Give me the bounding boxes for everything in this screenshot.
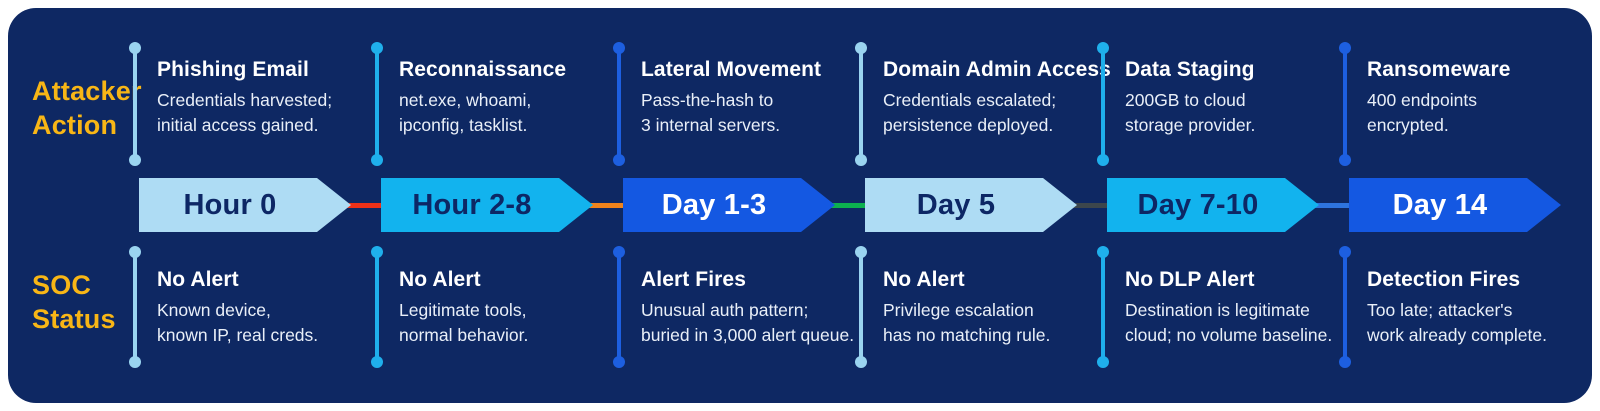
soc-status-row-label: SOC Status [32, 270, 116, 334]
stage-connector-line [807, 203, 871, 208]
column-marker-line-bottom [1339, 246, 1351, 368]
attacker-action-desc-line: 200GB to cloud [1125, 90, 1246, 110]
attacker-action-desc-line: 400 endpoints [1367, 90, 1477, 110]
column-marker-line-bottom [371, 246, 383, 368]
timeline-stage: Domain Admin Access Credentials escalate… [855, 8, 1111, 403]
attacker-action-row-label: Attacker Action [32, 76, 142, 140]
soc-status-desc-line: has no matching rule. [883, 325, 1051, 345]
attacker-action-title: Lateral Movement [641, 58, 822, 81]
soc-status-block: Alert Fires Unusual auth pattern; buried… [641, 268, 866, 348]
attacker-action-desc-line: encrypted. [1367, 115, 1449, 135]
soc-status-block: No Alert Privilege escalation has no mat… [883, 268, 1108, 348]
stage-connector-line [565, 203, 629, 208]
attacker-action-block: Data Staging 200GB to cloud storage prov… [1125, 58, 1350, 138]
timeline-arrow: Hour 0 [139, 178, 351, 232]
attacker-action-title: Phishing Email [157, 58, 309, 81]
soc-status-desc-line: Too late; attacker's [1367, 300, 1513, 320]
soc-status-block: No Alert Legitimate tools, normal behavi… [399, 268, 624, 348]
column-marker-line-top [371, 42, 383, 166]
attacker-action-desc-line: storage provider. [1125, 115, 1256, 135]
soc-status-desc-line: known IP, real creds. [157, 325, 319, 345]
column-marker-line-bottom [855, 246, 867, 368]
stage-connector-line [1049, 203, 1113, 208]
timeline-arrow: Day 1-3 [623, 178, 835, 232]
timeline-arrow: Day 7-10 [1107, 178, 1319, 232]
soc-status-title: No DLP Alert [1125, 268, 1255, 291]
attacker-action-title: Data Staging [1125, 58, 1255, 81]
timeline-stage: Phishing Email Credentials harvested; in… [129, 8, 375, 403]
soc-status-title: No Alert [883, 268, 965, 291]
attacker-action-desc-line: Credentials escalated; [883, 90, 1057, 110]
attacker-action-block: Reconnaissance net.exe, whoami, ipconfig… [399, 58, 624, 138]
attacker-action-title: Reconnaissance [399, 58, 567, 81]
attacker-action-block: Ransomeware 400 endpoints encrypted. [1367, 58, 1592, 138]
attacker-action-block: Lateral Movement Pass-the-hash to 3 inte… [641, 58, 866, 138]
timeline-arrow-label: Day 7-10 [1137, 188, 1259, 221]
soc-status-desc-line: cloud; no volume baseline. [1125, 325, 1333, 345]
timeline-stage: Lateral Movement Pass-the-hash to 3 inte… [613, 8, 859, 403]
column-marker-line-top [855, 42, 867, 166]
timeline-arrow-label: Day 1-3 [661, 188, 767, 221]
timeline-arrow-label: Hour 0 [183, 188, 277, 221]
attacker-action-block: Domain Admin Access Credentials escalate… [883, 58, 1111, 138]
stage-connector-line [1291, 203, 1355, 208]
soc-status-block: No DLP Alert Destination is legitimate c… [1125, 268, 1350, 348]
attacker-action-desc-line: Pass-the-hash to [641, 90, 774, 110]
soc-status-desc-line: Unusual auth pattern; [641, 300, 809, 320]
column-marker-line-bottom [129, 246, 141, 368]
column-marker-line-top [1097, 42, 1109, 166]
attacker-action-desc-line: Credentials harvested; [157, 90, 333, 110]
attacker-action-desc-line: persistence deployed. [883, 115, 1054, 135]
soc-status-block: Detection Fires Too late; attacker's wor… [1367, 268, 1592, 348]
soc-status-desc-line: buried in 3,000 alert queue. [641, 325, 855, 345]
column-marker-line-bottom [613, 246, 625, 368]
column-marker-line-bottom [1097, 246, 1109, 368]
column-marker-line-top [613, 42, 625, 166]
timeline-stage: Ransomeware 400 endpoints encrypted. Day… [1339, 8, 1585, 403]
attacker-action-block: Phishing Email Credentials harvested; in… [157, 58, 382, 138]
attacker-action-title: Ransomeware [1367, 58, 1511, 81]
attacker-action-title: Domain Admin Access [883, 58, 1111, 81]
timeline-arrow-label: Day 5 [916, 188, 996, 221]
timeline-arrow: Day 5 [865, 178, 1077, 232]
soc-status-title: No Alert [399, 268, 481, 291]
timeline-arrow: Hour 2-8 [381, 178, 593, 232]
soc-status-title: No Alert [157, 268, 239, 291]
attacker-action-desc-line: initial access gained. [157, 115, 319, 135]
soc-status-title: Detection Fires [1367, 268, 1521, 291]
stage-connector-line [323, 203, 387, 208]
timeline-stage: Data Staging 200GB to cloud storage prov… [1097, 8, 1343, 403]
attacker-action-desc-line: net.exe, whoami, [399, 90, 532, 110]
attacker-action-desc-line: 3 internal servers. [641, 115, 781, 135]
soc-status-desc-line: Privilege escalation [883, 300, 1034, 320]
timeline-card: Attacker Action SOC Status Phishing Emai… [8, 8, 1592, 403]
soc-status-block: No Alert Known device, known IP, real cr… [157, 268, 382, 348]
soc-status-desc-line: normal behavior. [399, 325, 529, 345]
soc-status-desc-line: Legitimate tools, [399, 300, 527, 320]
timeline-arrow-label: Day 14 [1392, 188, 1488, 221]
soc-status-desc-line: Destination is legitimate [1125, 300, 1310, 320]
column-marker-line-top [1339, 42, 1351, 166]
attacker-action-desc-line: ipconfig, tasklist. [399, 115, 528, 135]
soc-status-desc-line: Known device, [157, 300, 271, 320]
timeline-arrow-label: Hour 2-8 [412, 188, 532, 221]
timeline-arrow: Day 14 [1349, 178, 1561, 232]
column-marker-line-top [129, 42, 141, 166]
soc-status-desc-line: work already complete. [1367, 325, 1547, 345]
soc-status-title: Alert Fires [641, 268, 746, 291]
timeline-stage: Reconnaissance net.exe, whoami, ipconfig… [371, 8, 617, 403]
